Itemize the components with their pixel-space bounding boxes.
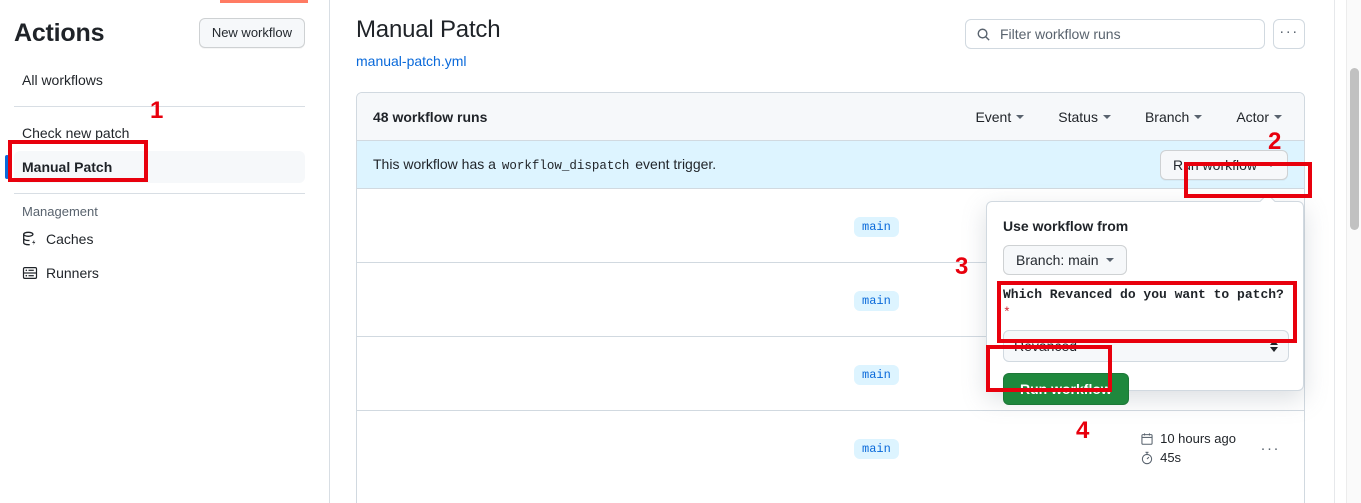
workflow-input-label: Which Revanced do you want to patch? * <box>1003 286 1287 322</box>
chevron-down-icon <box>1102 114 1111 119</box>
calendar-icon <box>1140 432 1154 446</box>
run-branch-cell: main <box>854 290 899 311</box>
filter-label: Actor <box>1236 108 1269 125</box>
workflow-dispatch-banner: This workflow has a workflow_dispatch ev… <box>357 141 1304 189</box>
toolbar-right: Filter workflow runs ··· <box>965 19 1305 49</box>
workflow-input-label-text: Which Revanced do you want to patch? <box>1003 287 1284 302</box>
filter-branch[interactable]: Branch <box>1144 108 1203 125</box>
search-input[interactable]: Filter workflow runs <box>965 19 1265 49</box>
chevron-down-icon <box>1016 114 1025 119</box>
dispatch-text-before: This workflow has a <box>373 156 496 172</box>
table-row[interactable]: main <box>357 189 1304 263</box>
filter-event[interactable]: Event <box>975 108 1025 125</box>
run-workflow-submit-button[interactable]: Run workflow <box>1003 373 1129 405</box>
revanced-select[interactable]: Revanced <box>1003 330 1289 362</box>
workflow-runs-header: 48 workflow runs Event Status Branch <box>357 93 1304 141</box>
chevron-down-icon <box>1274 114 1282 119</box>
annotation-number-1: 1 <box>150 97 164 124</box>
branch-badge[interactable]: main <box>854 439 899 459</box>
annotation-number-4: 4 <box>1076 417 1090 444</box>
use-workflow-from-label: Use workflow from <box>1003 218 1129 234</box>
run-branch-cell: main <box>854 364 899 385</box>
workflow-title: Manual Patch <box>356 16 501 43</box>
chevron-down-icon <box>1106 258 1115 262</box>
stepper-icon <box>1270 340 1278 352</box>
run-branch-cell: main <box>854 439 899 459</box>
page-scrollbar[interactable] <box>1346 0 1361 503</box>
run-workflow-dropdown-panel: Use workflow from Branch: main Which Rev… <box>986 201 1304 405</box>
run-branch-cell: main <box>854 216 899 237</box>
sidebar-item-manual-patch[interactable]: Manual Patch <box>5 151 305 183</box>
required-marker: * <box>1003 305 1011 320</box>
run-meta: 10 hours ago 45s <box>1140 431 1236 465</box>
use-workflow-from-section: Use workflow from Branch: main <box>987 202 1303 275</box>
sidebar-item-label: Caches <box>46 231 94 247</box>
workflow-input-field: Which Revanced do you want to patch? * R… <box>987 275 1303 362</box>
filter-label: Event <box>975 108 1012 125</box>
filter-status[interactable]: Status <box>1058 109 1111 125</box>
scrollbar-thumb[interactable] <box>1350 68 1359 230</box>
filter-group: Event Status Branch Actor <box>975 109 1288 125</box>
dispatch-text-after: event trigger. <box>635 156 717 172</box>
run-timestamp: 10 hours ago <box>1140 431 1236 446</box>
chevron-down-icon <box>1267 162 1275 167</box>
run-duration-text: 45s <box>1160 450 1182 465</box>
workflow-file-link[interactable]: manual-patch.yml <box>356 53 467 69</box>
table-row[interactable]: main <box>357 263 1304 337</box>
branch-badge[interactable]: main <box>854 216 899 237</box>
sidebar-section-management: Management <box>22 204 98 219</box>
cache-icon <box>22 231 38 247</box>
run-timestamp-text: 10 hours ago <box>1160 431 1236 446</box>
run-workflow-button-label: Run workflow <box>1172 156 1257 173</box>
stopwatch-icon <box>1140 451 1154 465</box>
filter-label: Branch <box>1144 108 1190 125</box>
run-duration: 45s <box>1140 450 1181 465</box>
sidebar-header: Actions New workflow <box>0 0 329 48</box>
sidebar-item-label: Runners <box>46 265 99 281</box>
new-workflow-button[interactable]: New workflow <box>198 18 305 48</box>
page-title-actions: Actions <box>14 18 105 47</box>
content-right-edge <box>1334 0 1335 503</box>
sidebar-divider <box>14 193 305 194</box>
sidebar-item-runners[interactable]: Runners <box>14 257 305 289</box>
sidebar-item-label: Manual Patch <box>22 159 113 175</box>
sidebar-divider <box>14 106 305 107</box>
page-loading-progress-bar <box>220 0 308 3</box>
dispatch-banner-text: This workflow has a workflow_dispatch ev… <box>373 156 716 173</box>
row-more-options-button[interactable]: ··· <box>1260 439 1280 457</box>
branch-selector-button[interactable]: Branch: main <box>1003 245 1128 275</box>
table-row[interactable]: main 10 hours ago <box>357 411 1304 485</box>
annotation-number-2: 2 <box>1268 128 1282 155</box>
branch-badge[interactable]: main <box>854 364 899 385</box>
sidebar-item-label: All workflows <box>22 72 103 88</box>
dispatch-event-code: workflow_dispatch <box>501 159 630 173</box>
dropdown-caret-icon <box>1259 194 1275 202</box>
filter-label: Status <box>1058 108 1098 125</box>
sidebar-item-caches[interactable]: Caches <box>14 223 305 255</box>
workflow-list: All workflows Check new patch Manual Pat… <box>0 64 329 289</box>
chevron-down-icon <box>1194 114 1203 119</box>
sidebar-item-label: Check new patch <box>22 125 130 141</box>
server-icon <box>22 265 38 281</box>
revanced-select-value: Revanced <box>1014 338 1078 354</box>
annotation-number-3: 3 <box>955 253 969 280</box>
search-placeholder-text: Filter workflow runs <box>1000 26 1121 42</box>
workflow-runs-count: 48 workflow runs <box>373 108 488 125</box>
search-icon <box>976 27 991 42</box>
branch-selector-label: Branch: main <box>1016 252 1099 268</box>
sidebar-item-all-workflows[interactable]: All workflows <box>14 64 305 96</box>
branch-badge[interactable]: main <box>854 290 899 311</box>
more-options-button[interactable]: ··· <box>1273 19 1305 49</box>
actions-sidebar: Actions New workflow All workflows Check… <box>0 0 330 503</box>
sidebar-item-check-new-patch[interactable]: Check new patch <box>14 117 305 149</box>
filter-actor[interactable]: Actor <box>1236 109 1282 125</box>
